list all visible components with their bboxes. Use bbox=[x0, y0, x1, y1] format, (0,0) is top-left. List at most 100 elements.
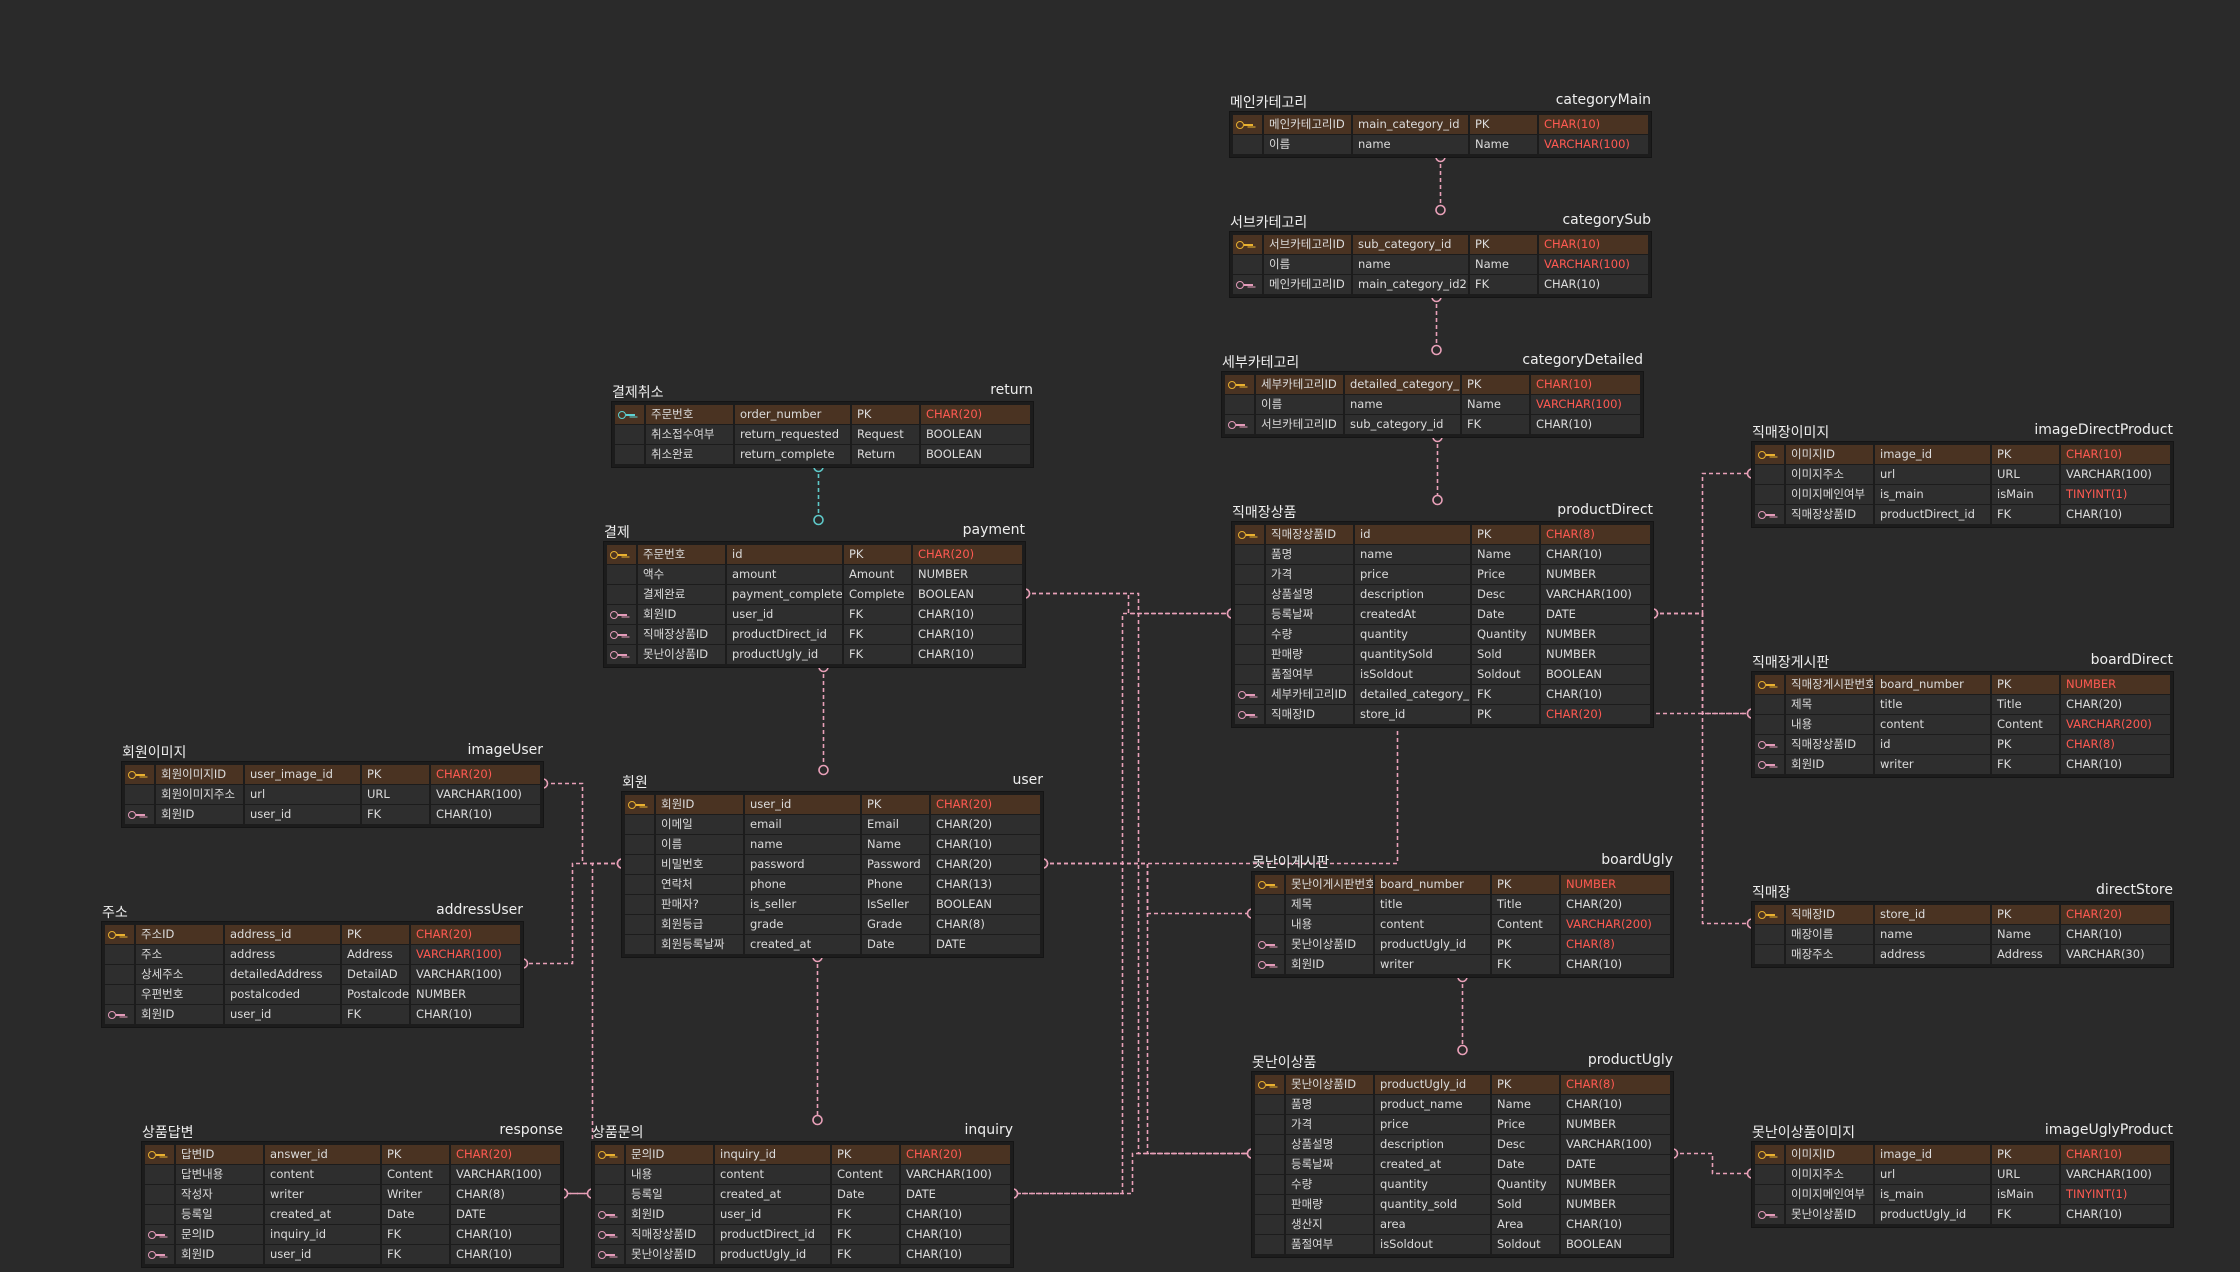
table-imageUglyProduct[interactable]: 못난이상품이미지imageUglyProduct이미지IDimage_idPKC… bbox=[1752, 1120, 2173, 1227]
table-row[interactable]: 품절여부isSoldoutSoldoutBOOLEAN bbox=[1255, 1235, 1670, 1254]
table-row[interactable]: 주소IDaddress_idPKCHAR(20) bbox=[105, 925, 520, 944]
table-row[interactable]: 등록일created_atDateDATE bbox=[595, 1185, 1010, 1204]
table-row[interactable]: 이미지IDimage_idPKCHAR(10) bbox=[1755, 1145, 2170, 1164]
table-row[interactable]: 수량quantityQuantityNUMBER bbox=[1235, 625, 1650, 644]
table-row[interactable]: 주문번호order_numberPKCHAR(20) bbox=[615, 405, 1030, 424]
table-row[interactable]: 회원등급gradeGradeCHAR(8) bbox=[625, 915, 1040, 934]
table-row[interactable]: 등록일created_atDateDATE bbox=[145, 1205, 560, 1224]
table-productUgly[interactable]: 못난이상품productUgly못난이상품IDproductUgly_idPKC… bbox=[1252, 1050, 1673, 1257]
table-row[interactable]: 이미지메인여부is_mainisMainTINYINT(1) bbox=[1755, 485, 2170, 504]
table-row[interactable]: 취소완료return_completeReturnBOOLEAN bbox=[615, 445, 1030, 464]
table-row[interactable]: 직매장IDstore_idPKCHAR(20) bbox=[1235, 705, 1650, 724]
table-row[interactable]: 못난이상품IDproductUgly_idFKCHAR(10) bbox=[607, 645, 1022, 664]
table-row[interactable]: 매장주소addressAddressVARCHAR(30) bbox=[1755, 945, 2170, 964]
table-row[interactable]: 우편번호postalcodedPostalcodeNUMBER bbox=[105, 985, 520, 1004]
table-row[interactable]: 직매장IDstore_idPKCHAR(20) bbox=[1755, 905, 2170, 924]
table-user[interactable]: 회원user회원IDuser_idPKCHAR(20)이메일emailEmail… bbox=[622, 770, 1043, 957]
table-row[interactable]: 직매장상품IDidPKCHAR(8) bbox=[1235, 525, 1650, 544]
table-row[interactable]: 이름nameNameVARCHAR(100) bbox=[1233, 135, 1648, 154]
table-row[interactable]: 메인카테고리IDmain_category_idPKCHAR(10) bbox=[1233, 115, 1648, 134]
table-row[interactable]: 회원IDwriterFKCHAR(10) bbox=[1255, 955, 1670, 974]
table-row[interactable]: 내용contentContentVARCHAR(200) bbox=[1755, 715, 2170, 734]
table-row[interactable]: 매장이름nameNameCHAR(10) bbox=[1755, 925, 2170, 944]
table-row[interactable]: 내용contentContentVARCHAR(100) bbox=[595, 1165, 1010, 1184]
table-row[interactable]: 답변내용contentContentVARCHAR(100) bbox=[145, 1165, 560, 1184]
table-row[interactable]: 회원이미지IDuser_image_idPKCHAR(20) bbox=[125, 765, 540, 784]
table-row[interactable]: 세부카테고리IDdetailed_category_idFKCHAR(10) bbox=[1235, 685, 1650, 704]
table-categoryMain[interactable]: 메인카테고리categoryMain메인카테고리IDmain_category_… bbox=[1230, 90, 1651, 157]
table-row[interactable]: 문의IDinquiry_idFKCHAR(10) bbox=[145, 1225, 560, 1244]
table-row[interactable]: 못난이상품IDproductUgly_idFKCHAR(10) bbox=[1755, 1205, 2170, 1224]
table-row[interactable]: 취소접수여부return_requestedRequestBOOLEAN bbox=[615, 425, 1030, 444]
table-row[interactable]: 제목titleTitleCHAR(20) bbox=[1755, 695, 2170, 714]
table-row[interactable]: 이미지메인여부is_mainisMainTINYINT(1) bbox=[1755, 1185, 2170, 1204]
table-row[interactable]: 회원IDuser_idFKCHAR(10) bbox=[125, 805, 540, 824]
table-row[interactable]: 문의IDinquiry_idPKCHAR(20) bbox=[595, 1145, 1010, 1164]
table-row[interactable]: 회원등록날짜created_atDateDATE bbox=[625, 935, 1040, 954]
table-row[interactable]: 내용contentContentVARCHAR(200) bbox=[1255, 915, 1670, 934]
table-row[interactable]: 이름nameNameVARCHAR(100) bbox=[1225, 395, 1640, 414]
table-row[interactable]: 이미지주소urlURLVARCHAR(100) bbox=[1755, 465, 2170, 484]
table-row[interactable]: 판매량quantity_soldSoldNUMBER bbox=[1255, 1195, 1670, 1214]
table-row[interactable]: 이름nameNameCHAR(10) bbox=[625, 835, 1040, 854]
table-row[interactable]: 못난이상품IDproductUgly_idPKCHAR(8) bbox=[1255, 935, 1670, 954]
table-row[interactable]: 판매량quantitySoldSoldNUMBER bbox=[1235, 645, 1650, 664]
table-categoryDetailed[interactable]: 세부카테고리categoryDetailed세부카테고리IDdetailed_c… bbox=[1222, 350, 1643, 437]
table-row[interactable]: 품명nameNameCHAR(10) bbox=[1235, 545, 1650, 564]
table-directStore[interactable]: 직매장directStore직매장IDstore_idPKCHAR(20)매장이… bbox=[1752, 880, 2173, 967]
table-row[interactable]: 서브카테고리IDsub_category_idPKCHAR(10) bbox=[1233, 235, 1648, 254]
table-row[interactable]: 상세주소detailedAddressDetailADVARCHAR(100) bbox=[105, 965, 520, 984]
table-response[interactable]: 상품답변response답변IDanswer_idPKCHAR(20)답변내용c… bbox=[142, 1120, 563, 1267]
table-row[interactable]: 가격pricePriceNUMBER bbox=[1255, 1115, 1670, 1134]
table-row[interactable]: 등록날짜createdAtDateDATE bbox=[1235, 605, 1650, 624]
table-row[interactable]: 회원IDuser_idFKCHAR(10) bbox=[607, 605, 1022, 624]
table-row[interactable]: 상품설명descriptionDescVARCHAR(100) bbox=[1235, 585, 1650, 604]
table-row[interactable]: 회원이미지주소urlURLVARCHAR(100) bbox=[125, 785, 540, 804]
table-row[interactable]: 등록날짜created_atDateDATE bbox=[1255, 1155, 1670, 1174]
table-row[interactable]: 이메일emailEmailCHAR(20) bbox=[625, 815, 1040, 834]
table-row[interactable]: 이름nameNameVARCHAR(100) bbox=[1233, 255, 1648, 274]
table-row[interactable]: 회원IDwriterFKCHAR(10) bbox=[1755, 755, 2170, 774]
table-row[interactable]: 회원IDuser_idFKCHAR(10) bbox=[145, 1245, 560, 1264]
table-row[interactable]: 생산지areaAreaCHAR(10) bbox=[1255, 1215, 1670, 1234]
table-row[interactable]: 세부카테고리IDdetailed_category_idPKCHAR(10) bbox=[1225, 375, 1640, 394]
table-row[interactable]: 주문번호idPKCHAR(20) bbox=[607, 545, 1022, 564]
table-row[interactable]: 답변IDanswer_idPKCHAR(20) bbox=[145, 1145, 560, 1164]
table-addressUser[interactable]: 주소addressUser주소IDaddress_idPKCHAR(20)주소a… bbox=[102, 900, 523, 1027]
table-row[interactable]: 품절여부isSoldoutSoldoutBOOLEAN bbox=[1235, 665, 1650, 684]
table-boardUgly[interactable]: 못난이게시판boardUgly못난이게시판번호board_numberPKNUM… bbox=[1252, 850, 1673, 977]
table-row[interactable]: 이미지IDimage_idPKCHAR(10) bbox=[1755, 445, 2170, 464]
table-row[interactable]: 못난이상품IDproductUgly_idPKCHAR(8) bbox=[1255, 1075, 1670, 1094]
table-row[interactable]: 못난이게시판번호board_numberPKNUMBER bbox=[1255, 875, 1670, 894]
table-row[interactable]: 판매자?is_sellerIsSellerBOOLEAN bbox=[625, 895, 1040, 914]
table-categorySub[interactable]: 서브카테고리categorySub서브카테고리IDsub_category_id… bbox=[1230, 210, 1651, 297]
table-row[interactable]: 상품설명descriptionDescVARCHAR(100) bbox=[1255, 1135, 1670, 1154]
table-row[interactable]: 못난이상품IDproductUgly_idFKCHAR(10) bbox=[595, 1245, 1010, 1264]
table-inquiry[interactable]: 상품문의inquiry문의IDinquiry_idPKCHAR(20)내용con… bbox=[592, 1120, 1013, 1267]
table-row[interactable]: 품명product_nameNameCHAR(10) bbox=[1255, 1095, 1670, 1114]
table-row[interactable]: 회원IDuser_idFKCHAR(10) bbox=[105, 1005, 520, 1024]
table-row[interactable]: 작성자writerWriterCHAR(8) bbox=[145, 1185, 560, 1204]
table-row[interactable]: 이미지주소urlURLVARCHAR(100) bbox=[1755, 1165, 2170, 1184]
table-row[interactable]: 서브카테고리IDsub_category_idFKCHAR(10) bbox=[1225, 415, 1640, 434]
table-row[interactable]: 직매장상품IDproductDirect_idFKCHAR(10) bbox=[607, 625, 1022, 644]
table-row[interactable]: 직매장상품IDproductDirect_idFKCHAR(10) bbox=[595, 1225, 1010, 1244]
table-row[interactable]: 회원IDuser_idPKCHAR(20) bbox=[625, 795, 1040, 814]
table-row[interactable]: 직매장상품IDproductDirect_idFKCHAR(10) bbox=[1755, 505, 2170, 524]
table-return[interactable]: 결제취소return주문번호order_numberPKCHAR(20)취소접수… bbox=[612, 380, 1033, 467]
table-imageUser[interactable]: 회원이미지imageUser회원이미지IDuser_image_idPKCHAR… bbox=[122, 740, 543, 827]
table-row[interactable]: 연락처phonePhoneCHAR(13) bbox=[625, 875, 1040, 894]
table-row[interactable]: 결제완료payment_completeCompleteBOOLEAN bbox=[607, 585, 1022, 604]
table-row[interactable]: 직매장상품IDidPKCHAR(8) bbox=[1755, 735, 2170, 754]
table-boardDirect[interactable]: 직매장게시판boardDirect직매장게시판번호board_numberPKN… bbox=[1752, 650, 2173, 777]
table-imageDirectProduct[interactable]: 직매장이미지imageDirectProduct이미지IDimage_idPKC… bbox=[1752, 420, 2173, 527]
table-row[interactable]: 액수amountAmountNUMBER bbox=[607, 565, 1022, 584]
table-row[interactable]: 수량quantityQuantityNUMBER bbox=[1255, 1175, 1670, 1194]
table-row[interactable]: 비밀번호passwordPasswordCHAR(20) bbox=[625, 855, 1040, 874]
table-row[interactable]: 메인카테고리IDmain_category_id2FKCHAR(10) bbox=[1233, 275, 1648, 294]
table-row[interactable]: 직매장게시판번호board_numberPKNUMBER bbox=[1755, 675, 2170, 694]
table-payment[interactable]: 결제payment주문번호idPKCHAR(20)액수amountAmountN… bbox=[604, 520, 1025, 667]
table-productDirect[interactable]: 직매장상품productDirect직매장상품IDidPKCHAR(8)품명na… bbox=[1232, 500, 1653, 727]
table-row[interactable]: 회원IDuser_idFKCHAR(10) bbox=[595, 1205, 1010, 1224]
table-row[interactable]: 가격pricePriceNUMBER bbox=[1235, 565, 1650, 584]
